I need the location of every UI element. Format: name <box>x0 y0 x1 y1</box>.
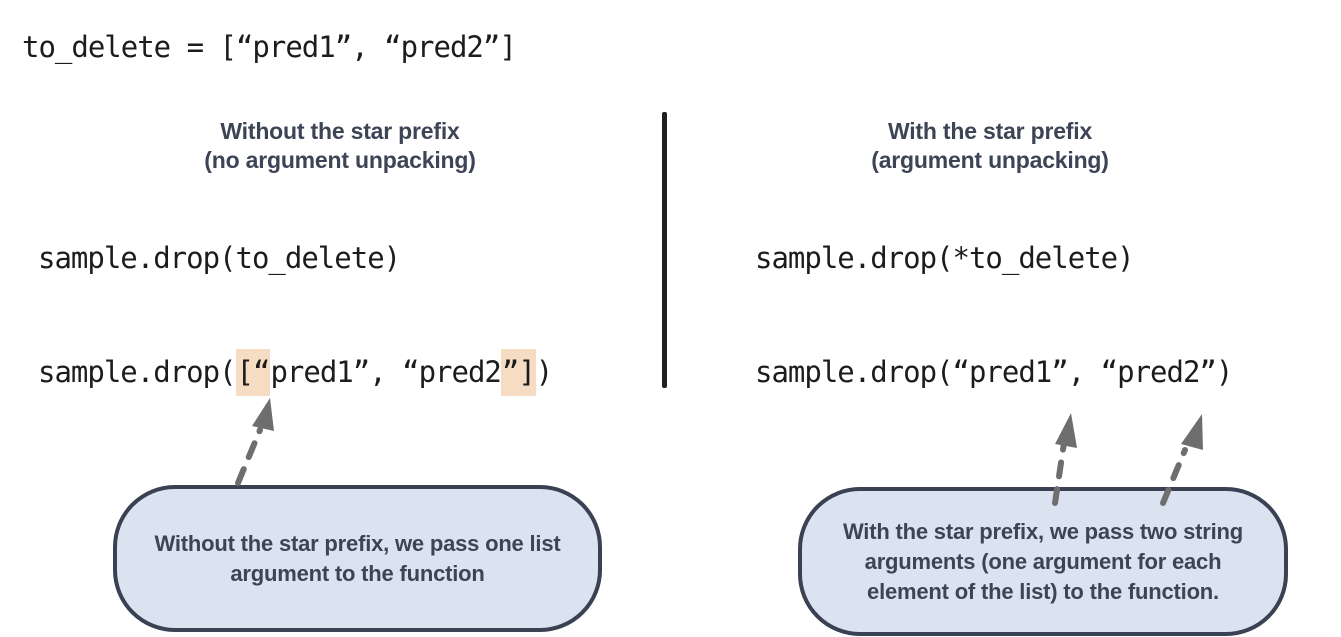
left-code-literal-call: sample.drop([“pred1”, “pred2”]) <box>38 349 553 396</box>
left-column-header: Without the star prefix (no argument unp… <box>65 117 615 175</box>
arrow-icon-left <box>235 398 274 486</box>
right-callout-bubble: With the star prefix, we pass two string… <box>798 487 1288 636</box>
left-header-line1: Without the star prefix <box>220 118 460 144</box>
left-callout-bubble: Without the star prefix, we pass one lis… <box>113 485 602 632</box>
right-code-unpacked-call: sample.drop(“pred1”, “pred2”) <box>755 355 1233 389</box>
right-column-header: With the star prefix (argument unpacking… <box>740 117 1240 175</box>
left-code-variable-call: sample.drop(to_delete) <box>38 241 401 275</box>
code-segment-post: ) <box>535 355 553 389</box>
right-code-star-call: sample.drop(*to_delete) <box>755 241 1135 275</box>
top-code-line: to_delete = [“pred1”, “pred2”] <box>22 30 517 64</box>
highlight-close-bracket: ”] <box>500 349 536 396</box>
right-header-line1: With the star prefix <box>887 118 1093 144</box>
highlight-open-bracket: [“ <box>235 349 271 396</box>
code-segment-pre: sample.drop( <box>38 355 237 389</box>
column-divider <box>662 112 667 388</box>
code-segment-mid: pred1”, “pred2 <box>270 355 501 389</box>
right-callout-text: With the star prefix, we pass two string… <box>842 518 1244 604</box>
right-header-line2: (argument unpacking) <box>871 147 1109 173</box>
left-header-line2: (no argument unpacking) <box>204 147 476 173</box>
left-callout-text: Without the star prefix, we pass one lis… <box>154 530 561 586</box>
